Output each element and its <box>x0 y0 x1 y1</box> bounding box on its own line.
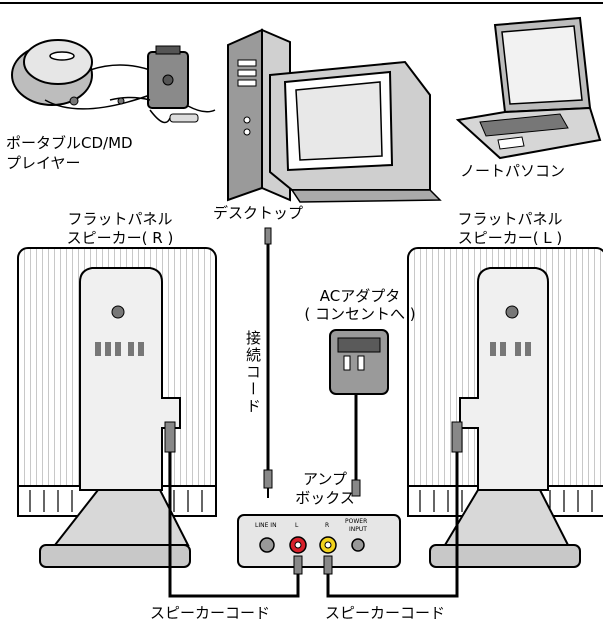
portable-player-icon <box>11 39 216 124</box>
speaker-cord-label-left: スピーカーコード <box>150 604 271 622</box>
amp-line-in-label: LINE IN <box>255 522 277 529</box>
speaker-right-icon <box>17 247 217 568</box>
amp-input-label: INPUT <box>349 526 367 533</box>
speaker-cords <box>168 452 459 598</box>
portable-player-label-line2: プレイヤー <box>6 154 81 172</box>
amp-box-icon: LINE IN L R POWER INPUT <box>237 514 401 568</box>
notebook-label: ノートパソコン <box>460 162 566 180</box>
speaker-cord-label-right: スピーカーコード <box>325 604 446 622</box>
amp-r-label: R <box>325 522 329 529</box>
amp-box-label-line2: ボックス <box>295 489 355 507</box>
ac-adapter-label-line2: ( コンセントへ ) <box>304 305 416 323</box>
amp-power-label: POWER <box>345 518 367 525</box>
desktop-label: デスクトップ <box>213 204 304 222</box>
desktop-pc-icon <box>227 28 442 203</box>
ac-adapter-icon <box>329 329 389 497</box>
amp-box-label-line1: アンプ <box>303 470 347 488</box>
connection-cord <box>263 227 273 498</box>
speaker-left-label-line2: スピーカー( L ) <box>457 229 563 247</box>
connection-cord-label: 接続コード <box>244 330 262 415</box>
ac-adapter-label-line1: ACアダプタ <box>319 287 401 305</box>
speaker-left-label-line1: フラットパネル <box>457 210 563 228</box>
amp-l-label: L <box>295 522 299 529</box>
portable-player-label-line1: ポータブルCD/MD <box>6 134 133 152</box>
speaker-right-label-line1: フラットパネル <box>67 210 173 228</box>
speaker-left-icon <box>407 247 603 568</box>
notebook-pc-icon <box>455 16 602 160</box>
speaker-right-label-line2: スピーカー( R ) <box>66 229 174 247</box>
